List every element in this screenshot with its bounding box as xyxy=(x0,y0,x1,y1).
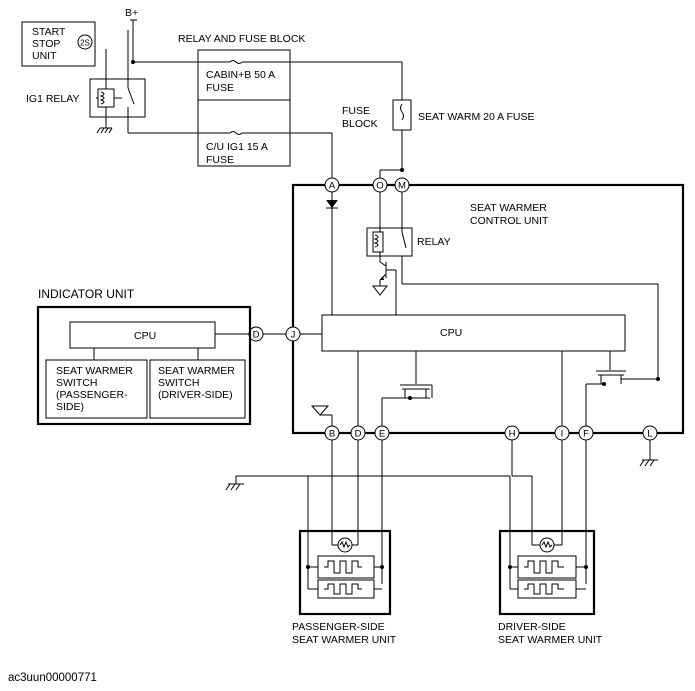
fuse-block-label-2: BLOCK xyxy=(342,118,378,130)
pass-unit-label-2: SEAT WARMER UNIT xyxy=(292,634,397,646)
pass-switch-label-3: (PASSENGER- xyxy=(56,389,128,401)
cabin-fuse-icon xyxy=(229,60,243,64)
cabin-fuse-label-2: FUSE xyxy=(206,82,234,94)
control-relay-switch-icon xyxy=(401,231,407,249)
terminal-b: B xyxy=(329,429,335,440)
terminal-a: A xyxy=(329,181,336,192)
control-unit-label-2: CONTROL UNIT xyxy=(470,215,549,227)
control-cpu-label: CPU xyxy=(440,327,462,339)
relay-switch-icon xyxy=(127,87,135,105)
terminal-d-indicator: D xyxy=(253,330,260,341)
cu-fuse-label-1: C/U IG1 15 A xyxy=(206,141,268,153)
l-ground-icon xyxy=(639,459,658,467)
cu-fuse-label-2: FUSE xyxy=(206,154,234,166)
control-relay-coil-icon xyxy=(372,231,384,253)
terminal-j: J xyxy=(291,330,296,341)
passenger-heater-icon-1 xyxy=(324,560,362,574)
passenger-heater-icon-2 xyxy=(324,583,362,595)
fuse-block-label-1: FUSE xyxy=(342,105,370,117)
internal-ground-icon xyxy=(371,285,389,296)
pass-switch-label-1: SEAT WARMER xyxy=(56,365,133,377)
seat-warm-fuse-icon xyxy=(400,103,404,121)
pass-unit-label-1: PASSENGER-SIDE xyxy=(292,621,385,633)
terminal-e: E xyxy=(379,429,385,440)
indicator-unit-label: INDICATOR UNIT xyxy=(38,287,135,301)
terminal-m: M xyxy=(398,181,406,192)
pass-switch-label-2: SWITCH xyxy=(56,377,97,389)
driver-heater-icon-1 xyxy=(524,560,564,574)
terminal-d: D xyxy=(355,429,362,440)
start-stop-label-1: START xyxy=(32,26,66,38)
drv-switch-label-3: (DRIVER-SIDE) xyxy=(158,389,233,401)
ig1-relay: IG1 RELAY xyxy=(26,30,146,134)
driver-switch xyxy=(149,359,246,419)
terminal-f: F xyxy=(583,429,589,440)
drv-switch-label-2: SWITCH xyxy=(158,377,199,389)
start-stop-label-3: UNIT xyxy=(32,50,57,62)
passenger-seat-warmer-unit: PASSENGER-SIDE SEAT WARMER UNIT xyxy=(292,529,397,646)
b-plus-label: B+ xyxy=(125,7,138,19)
start-stop-unit: START STOP UNIT 2S xyxy=(21,21,96,67)
driver-heater-icon-2 xyxy=(524,583,564,595)
indicator-unit: INDICATOR UNIT CPU SEAT WARMER SWITCH (P… xyxy=(36,287,322,426)
terminals: A O M D J B D E H I F L xyxy=(248,177,658,441)
indicator-cpu-label: CPU xyxy=(134,330,156,342)
terminal-l: L xyxy=(647,429,652,440)
harness-wiring xyxy=(225,440,587,584)
diode-icon xyxy=(326,200,338,208)
relay-fuse-block-label: RELAY AND FUSE BLOCK xyxy=(178,33,305,45)
drv-unit-label-2: SEAT WARMER UNIT xyxy=(498,634,603,646)
battery-supply: B+ xyxy=(125,7,138,64)
pin-2s-label: 2S xyxy=(80,39,90,48)
seat-warmer-control-unit: SEAT WARMER CONTROL UNIT RELAY xyxy=(291,133,685,460)
seat-warm-fuse-label: SEAT WARM 20 A FUSE xyxy=(418,111,535,123)
cu-ig1-fuse-icon xyxy=(229,131,243,135)
pin-2s-circle xyxy=(77,34,93,50)
terminal-o: O xyxy=(376,181,383,192)
ig1-relay-label: IG1 RELAY xyxy=(26,93,80,105)
b-ground-icon xyxy=(310,405,330,416)
start-stop-label-2: STOP xyxy=(32,38,60,50)
terminal-i: I xyxy=(561,429,564,440)
figure-id: ac3uun00000771 xyxy=(8,672,97,684)
pass-switch-label-4: SIDE) xyxy=(56,401,84,413)
relay-label: RELAY xyxy=(417,236,451,248)
control-unit-label-1: SEAT WARMER xyxy=(470,202,547,214)
driver-fet-icon xyxy=(596,370,658,386)
fuse-block: FUSE BLOCK SEAT WARM 20 A FUSE xyxy=(342,62,535,178)
drv-unit-label-1: DRIVER-SIDE xyxy=(498,621,566,633)
terminal-h: H xyxy=(509,429,516,440)
passenger-switch xyxy=(45,359,148,419)
cabin-fuse-label-1: CABIN+B 50 A xyxy=(206,69,275,81)
driver-seat-warmer-unit: DRIVER-SIDE SEAT WARMER UNIT xyxy=(498,476,603,646)
relay-fuse-block: RELAY AND FUSE BLOCK CABIN+B 50 A FUSE C… xyxy=(128,33,402,167)
drv-switch-label-1: SEAT WARMER xyxy=(158,365,235,377)
